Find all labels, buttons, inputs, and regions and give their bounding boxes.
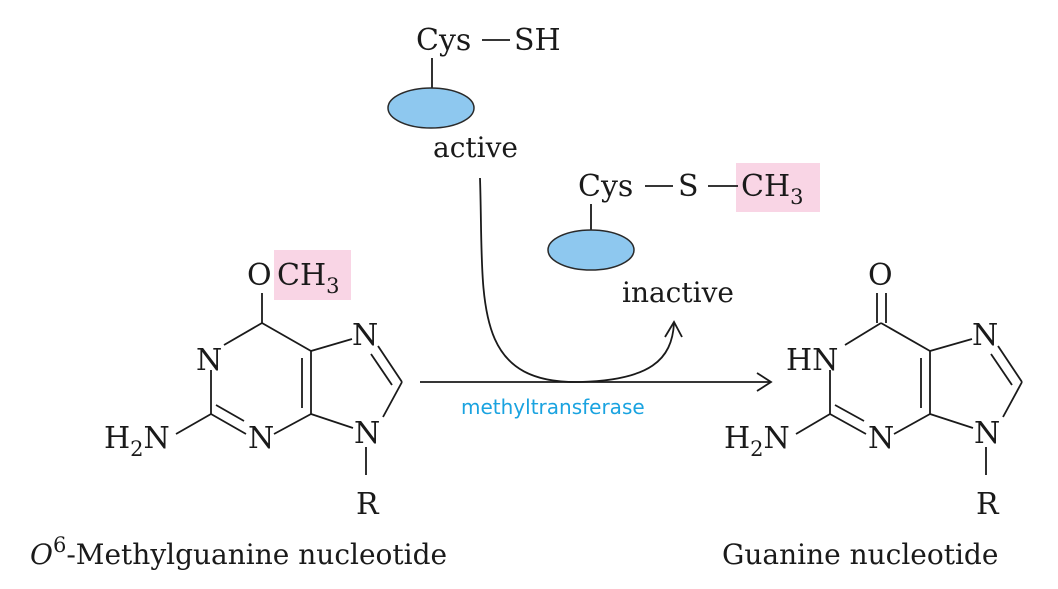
reactant-r-label: R bbox=[356, 487, 380, 522]
active-cys-label: Cys bbox=[416, 23, 471, 58]
c6-n1-bond bbox=[223, 322, 263, 346]
product-c6-c5-bond bbox=[880, 322, 931, 352]
c6-c5-bond bbox=[261, 322, 312, 352]
c5-n7-bond bbox=[310, 338, 353, 352]
active-enzyme-shape bbox=[387, 87, 475, 129]
inactive-methyl-label: CH3 bbox=[741, 169, 804, 209]
reactant-name: O6-Methylguanine nucleotide bbox=[30, 533, 447, 571]
product-n9-label: N bbox=[974, 416, 1000, 451]
n3-c4-bond bbox=[273, 413, 312, 435]
product-o-label: O bbox=[868, 258, 893, 293]
product-molecule: O HN N N N H2N R Guanine nucleotide bbox=[722, 258, 1023, 571]
product-n7-label: N bbox=[972, 318, 998, 353]
c2-n3-double bbox=[215, 404, 245, 422]
reactant-molecule: O CH3 N N N N H2N R O6-Methylguanine nuc… bbox=[30, 250, 447, 571]
c4-n9-bond bbox=[310, 413, 354, 429]
product-c2-n3-double bbox=[834, 404, 865, 422]
product-n7-c8-bond bbox=[997, 345, 1023, 383]
inactive-s-label: S bbox=[678, 169, 699, 204]
product-hn-label: HN bbox=[786, 343, 838, 378]
reactant-methyl-label: CH3 bbox=[277, 258, 340, 298]
reactant-n1-label: N bbox=[196, 343, 222, 378]
product-name: Guanine nucleotide bbox=[722, 538, 998, 571]
product-c6-n1-bond bbox=[844, 322, 882, 346]
inactive-enzyme-shape bbox=[547, 229, 635, 271]
n7-c8-bond bbox=[377, 345, 403, 383]
reaction-arrow-head bbox=[756, 372, 773, 392]
product-c2-n3-bond bbox=[829, 413, 867, 435]
enzyme-curved-arrow bbox=[479, 177, 675, 383]
c8-n9-bond bbox=[382, 381, 403, 418]
product-n3-label: N bbox=[868, 421, 894, 456]
reactant-o-label: O bbox=[247, 258, 272, 293]
product-r-label: R bbox=[976, 487, 1000, 522]
n7-c8-double bbox=[370, 353, 393, 386]
active-state-label: active bbox=[433, 131, 518, 164]
reactant-n7-label: N bbox=[352, 318, 378, 353]
reactant-methyl-highlight bbox=[274, 250, 351, 300]
active-enzyme: Cys SH active bbox=[387, 23, 561, 164]
inactive-cys-label: Cys bbox=[578, 169, 633, 204]
product-amine-label: H2N bbox=[724, 421, 790, 461]
product-c4-n9-bond bbox=[929, 413, 974, 429]
c2-nh2-bond bbox=[175, 413, 212, 435]
product-c5-n7-bond bbox=[929, 338, 973, 352]
product-c8-n9-bond bbox=[1002, 381, 1023, 418]
reactant-n3-label: N bbox=[248, 421, 274, 456]
inactive-enzyme: Cys S CH3 inactive bbox=[547, 163, 820, 309]
inactive-methyl-highlight bbox=[736, 163, 820, 212]
reactant-n9-label: N bbox=[354, 416, 380, 451]
reactant-amine-label: H2N bbox=[104, 421, 170, 461]
c2-n3-bond bbox=[210, 413, 247, 435]
inactive-state-label: inactive bbox=[622, 276, 734, 309]
active-sh-label: SH bbox=[514, 23, 561, 58]
enzyme-label: methyltransferase bbox=[461, 395, 645, 419]
product-n7-c8-double bbox=[990, 353, 1013, 386]
product-c2-nh2-bond bbox=[795, 413, 831, 435]
curved-arrow-head bbox=[664, 320, 683, 338]
product-n3-c4-bond bbox=[893, 413, 931, 435]
